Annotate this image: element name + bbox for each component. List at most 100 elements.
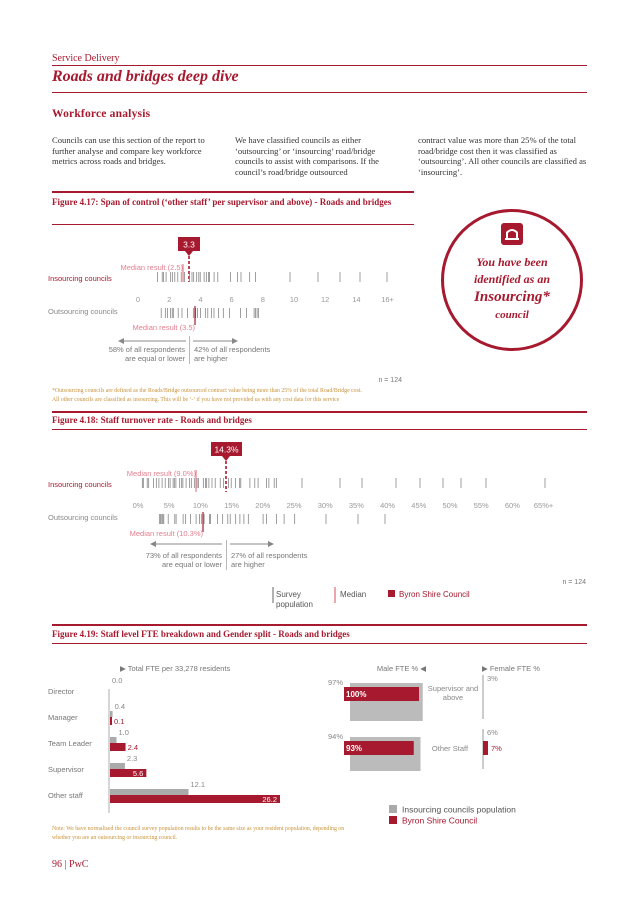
fig417-tick-label-4: 8 (261, 295, 265, 304)
fig418-outsourcing-label: Outsourcing councils (48, 513, 118, 522)
fig417-lower-arrowhead (118, 338, 124, 344)
fig418-tick-label-1: 5% (164, 501, 175, 510)
fig417-note-2: All other councils are classified as ins… (52, 397, 340, 403)
fig417-higher-text-2: are higher (194, 354, 228, 363)
fig419-pop-value-0: 0.0 (112, 676, 122, 685)
fig419-chart: ▶ Total FTE per 33,278 residents Directo… (48, 664, 540, 826)
fig417-lower-text-1: 58% of all respondents (109, 345, 186, 354)
fig417-median-out-label: Median result (3.5) (132, 323, 195, 332)
fig418-lower-text-2: are equal or lower (162, 560, 223, 569)
fig419-female-council-bar-1 (483, 741, 488, 755)
insourcing-badge: You have been identified as an Insourcin… (441, 209, 583, 351)
fig418-axis: 0%5%10%15%20%25%30%35%40%45%50%55%60%65%… (133, 501, 554, 510)
fig418-chart: 14.3% Median result (9.0%) Insourcing co… (48, 442, 586, 609)
badge-line-4: council (495, 309, 529, 321)
header-rule (52, 65, 587, 66)
fig418-council-value: 14.3% (214, 445, 239, 455)
fig419-council-bar-3 (110, 769, 147, 777)
fig418-lower-arrowhead (150, 541, 156, 547)
fig417-outsourcing-ticks (160, 308, 259, 318)
fig417-n: n = 124 (378, 377, 402, 384)
fig417-insourcing-ticks (157, 272, 388, 282)
fig419-male-pop-value-0: 97% (328, 678, 343, 687)
fig419-level-label-1: Manager (48, 713, 78, 722)
fig418-legend-median: Median (340, 590, 366, 599)
fig418-tick-label-12: 60% (505, 501, 520, 510)
fig418-tick-label-11: 55% (474, 501, 489, 510)
fig417-council-box (178, 237, 200, 251)
fig419-legend-pop-swatch (389, 805, 397, 813)
badge-line-1: You have been (476, 255, 548, 269)
fig418-tick-label-10: 50% (442, 501, 457, 510)
fig418-tick-label-4: 20% (255, 501, 270, 510)
fig417-tick-label-3: 6 (230, 295, 234, 304)
fig417-note-1: *Outsourcing councils are defined as the… (52, 388, 362, 394)
fig419-gender-label-0-a: Supervisor and (428, 684, 478, 693)
fig419-level-label-2: Team Leader (48, 739, 92, 748)
fig419-male-council-value-1: 93% (346, 744, 362, 753)
fig418-higher-text-2: are higher (231, 560, 265, 569)
fig418-median-out-label: Median result (10.3%) (130, 529, 204, 538)
fig419-pop-value-2: 1.0 (118, 728, 128, 737)
fig417-median-in-label: Median result (2.5) (120, 263, 183, 272)
fig418-legend-survey-1: Survey (276, 590, 301, 599)
fig418-legend-council-swatch (388, 590, 395, 597)
fig418-legend-survey-2: population (276, 600, 313, 609)
badge-line-2: identified as an (473, 272, 550, 286)
fig419-level-label-4: Other staff (48, 791, 84, 800)
fig418-tick-label-0: 0% (133, 501, 144, 510)
fig419-note: Note: We have normalised the council sur… (52, 826, 345, 841)
fig419-title: Figure 4.19: Staff level FTE breakdown a… (52, 629, 350, 639)
fig418-tick-label-5: 25% (286, 501, 301, 510)
fig419-level-label-0: Director (48, 687, 75, 696)
fig419-council-bar-4 (110, 795, 280, 803)
fig419-pop-value-3: 2.3 (127, 754, 137, 763)
fig418-insourcing-label: Insourcing councils (48, 480, 112, 489)
fig418-insourcing-ticks (141, 478, 546, 488)
fig419-female-council-value-1: 7% (491, 744, 502, 753)
fig417-rule (52, 191, 414, 193)
fig419-male-label: Male FTE % ◀ (377, 664, 427, 673)
intro-col-2: We have classified councils as either ‘o… (235, 135, 379, 177)
fig417-higher-text-1: 42% of all respondents (194, 345, 271, 354)
fig418-tick-label-6: 30% (318, 501, 333, 510)
fig419-council-value-4: 26.2 (262, 795, 277, 804)
fig418-council-pointer (222, 456, 230, 461)
fig419-council-bar-2 (110, 743, 126, 751)
fig417-council-pointer (185, 251, 193, 256)
fig419-title-rule (52, 643, 587, 644)
title-rule (52, 92, 587, 93)
fig419-male-council-bar-0 (344, 687, 419, 701)
fig419-pop-bar-3 (110, 763, 125, 769)
fig419-pop-value-1: 0.4 (115, 702, 125, 711)
page-footer: 96 | PwC (52, 859, 89, 870)
fig417-tick-label-2: 4 (198, 295, 202, 304)
fig417-tick-label-0: 0 (136, 295, 140, 304)
fig418-rule (52, 411, 587, 413)
fig418-median-in-label: Median result (9.0%) (127, 469, 197, 478)
fig418-council-box (211, 442, 242, 456)
fig417-council-value: 3.3 (183, 240, 195, 250)
fig419-total-fte-label: ▶ Total FTE per 33,278 residents (120, 664, 231, 673)
badge-line-3: Insourcing* (474, 289, 550, 305)
fig418-tick-label-7: 35% (349, 501, 364, 510)
fig418-n: n = 124 (562, 579, 586, 586)
fig419-gender-bars: 100%97%3%Supervisor andabove93%94%6%7%Ot… (328, 674, 502, 771)
section-label: Service Delivery (52, 53, 120, 64)
fig419-female-label: ▶ Female FTE % (482, 664, 540, 673)
fig417-insourcing-label: Insourcing councils (48, 274, 112, 283)
fig417-tick-label-8: 16+ (381, 295, 394, 304)
fig418-lower-text-1: 73% of all respondents (146, 551, 223, 560)
fig419-male-council-bar-1 (344, 741, 414, 755)
fig419-council-bar-1 (110, 717, 112, 725)
fig417-tick-label-1: 2 (167, 295, 171, 304)
fig419-council-value-2: 2.4 (128, 743, 138, 752)
fig418-title-rule (52, 429, 587, 430)
fig417-chart: 3.3 Median result (2.5) Insourcing counc… (48, 237, 402, 384)
bridge-icon (501, 223, 523, 245)
fig418-tick-label-8: 40% (380, 501, 395, 510)
fig417-title-rule (52, 224, 414, 225)
intro-col-1: Councils can use this section of the rep… (52, 135, 205, 166)
fig419-pop-bar-1 (110, 711, 113, 717)
